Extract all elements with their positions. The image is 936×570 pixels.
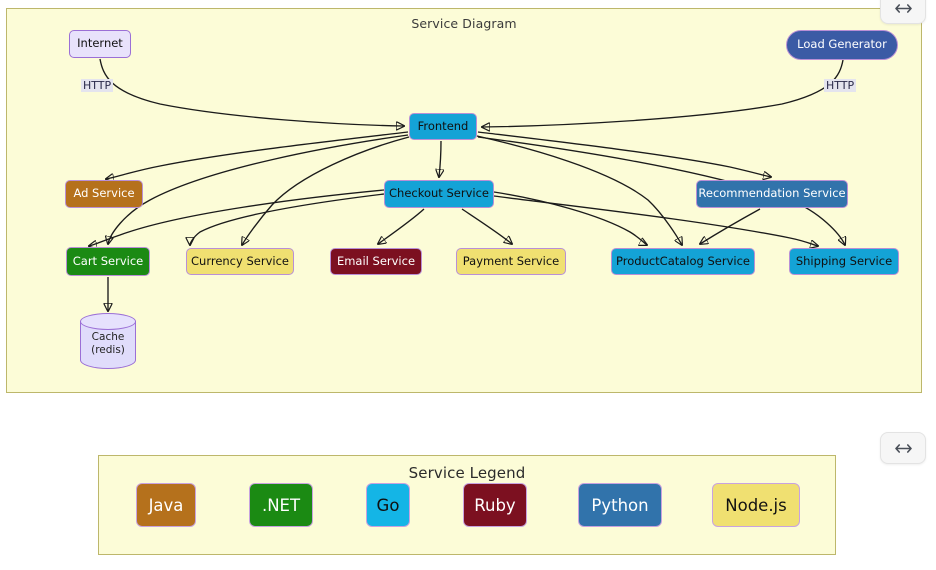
legend-item-net[interactable]: .NET xyxy=(249,483,313,527)
node-email[interactable]: Email Service xyxy=(330,248,422,275)
node-label: Cart Service xyxy=(72,253,144,268)
node-adservice[interactable]: Ad Service xyxy=(65,180,143,208)
legend-item-label: Python xyxy=(591,495,649,515)
node-label: Load Generator xyxy=(797,37,887,52)
node-label: Email Service xyxy=(336,253,416,268)
legend-item-python[interactable]: Python xyxy=(578,483,662,527)
node-checkout[interactable]: Checkout Service xyxy=(384,180,494,208)
node-frontend[interactable]: Frontend xyxy=(409,113,477,140)
legend-item-label: Ruby xyxy=(474,495,516,515)
node-recommend[interactable]: Recommendation Service xyxy=(696,180,848,208)
node-payment[interactable]: Payment Service xyxy=(456,248,566,275)
node-loadgen[interactable]: Load Generator xyxy=(786,30,898,60)
node-cart[interactable]: Cart Service xyxy=(66,247,150,276)
diagram-title: Service Diagram xyxy=(411,16,517,31)
legend-item-ruby[interactable]: Ruby xyxy=(463,483,527,527)
legend-item-node-js[interactable]: Node.js xyxy=(712,483,800,527)
horizontal-resize-icon xyxy=(894,3,912,14)
node-label: Ad Service xyxy=(73,186,135,201)
horizontal-resize-icon xyxy=(894,443,912,454)
edge-label-http-internet: HTTP xyxy=(81,79,114,92)
legend-title: Service Legend xyxy=(408,464,526,482)
node-shipping[interactable]: Shipping Service xyxy=(789,248,899,275)
node-label: Frontend xyxy=(417,118,469,133)
cache-label-line1: Cache xyxy=(91,331,125,343)
legend-item-java[interactable]: Java xyxy=(136,483,196,527)
edge-label-http-loadgen: HTTP xyxy=(824,79,857,92)
cache-label: Cache (redis) xyxy=(80,331,136,357)
legend-item-label: Node.js xyxy=(725,495,787,515)
node-label: Internet xyxy=(77,36,123,51)
node-label: Checkout Service xyxy=(389,186,489,201)
node-productcatalog[interactable]: ProductCatalog Service xyxy=(611,248,755,275)
node-label: ProductCatalog Service xyxy=(616,253,750,268)
node-label: Currency Service xyxy=(191,253,289,268)
legend-item-go[interactable]: Go xyxy=(366,483,410,527)
node-internet[interactable]: Internet xyxy=(69,30,131,58)
cylinder-top xyxy=(80,313,136,330)
node-label: Shipping Service xyxy=(795,253,893,268)
node-currency[interactable]: Currency Service xyxy=(186,248,294,275)
legend-item-label: Go xyxy=(376,495,400,515)
diagram-resize-handle[interactable] xyxy=(880,0,926,24)
node-label: Payment Service xyxy=(462,253,560,268)
legend-item-label: .NET xyxy=(261,495,301,515)
node-label: Recommendation Service xyxy=(698,186,846,201)
legend-item-label: Java xyxy=(148,495,184,515)
node-cache-redis[interactable]: Cache (redis) xyxy=(80,313,136,377)
legend-resize-handle[interactable] xyxy=(880,432,926,464)
cache-label-line2: (redis) xyxy=(91,343,125,356)
